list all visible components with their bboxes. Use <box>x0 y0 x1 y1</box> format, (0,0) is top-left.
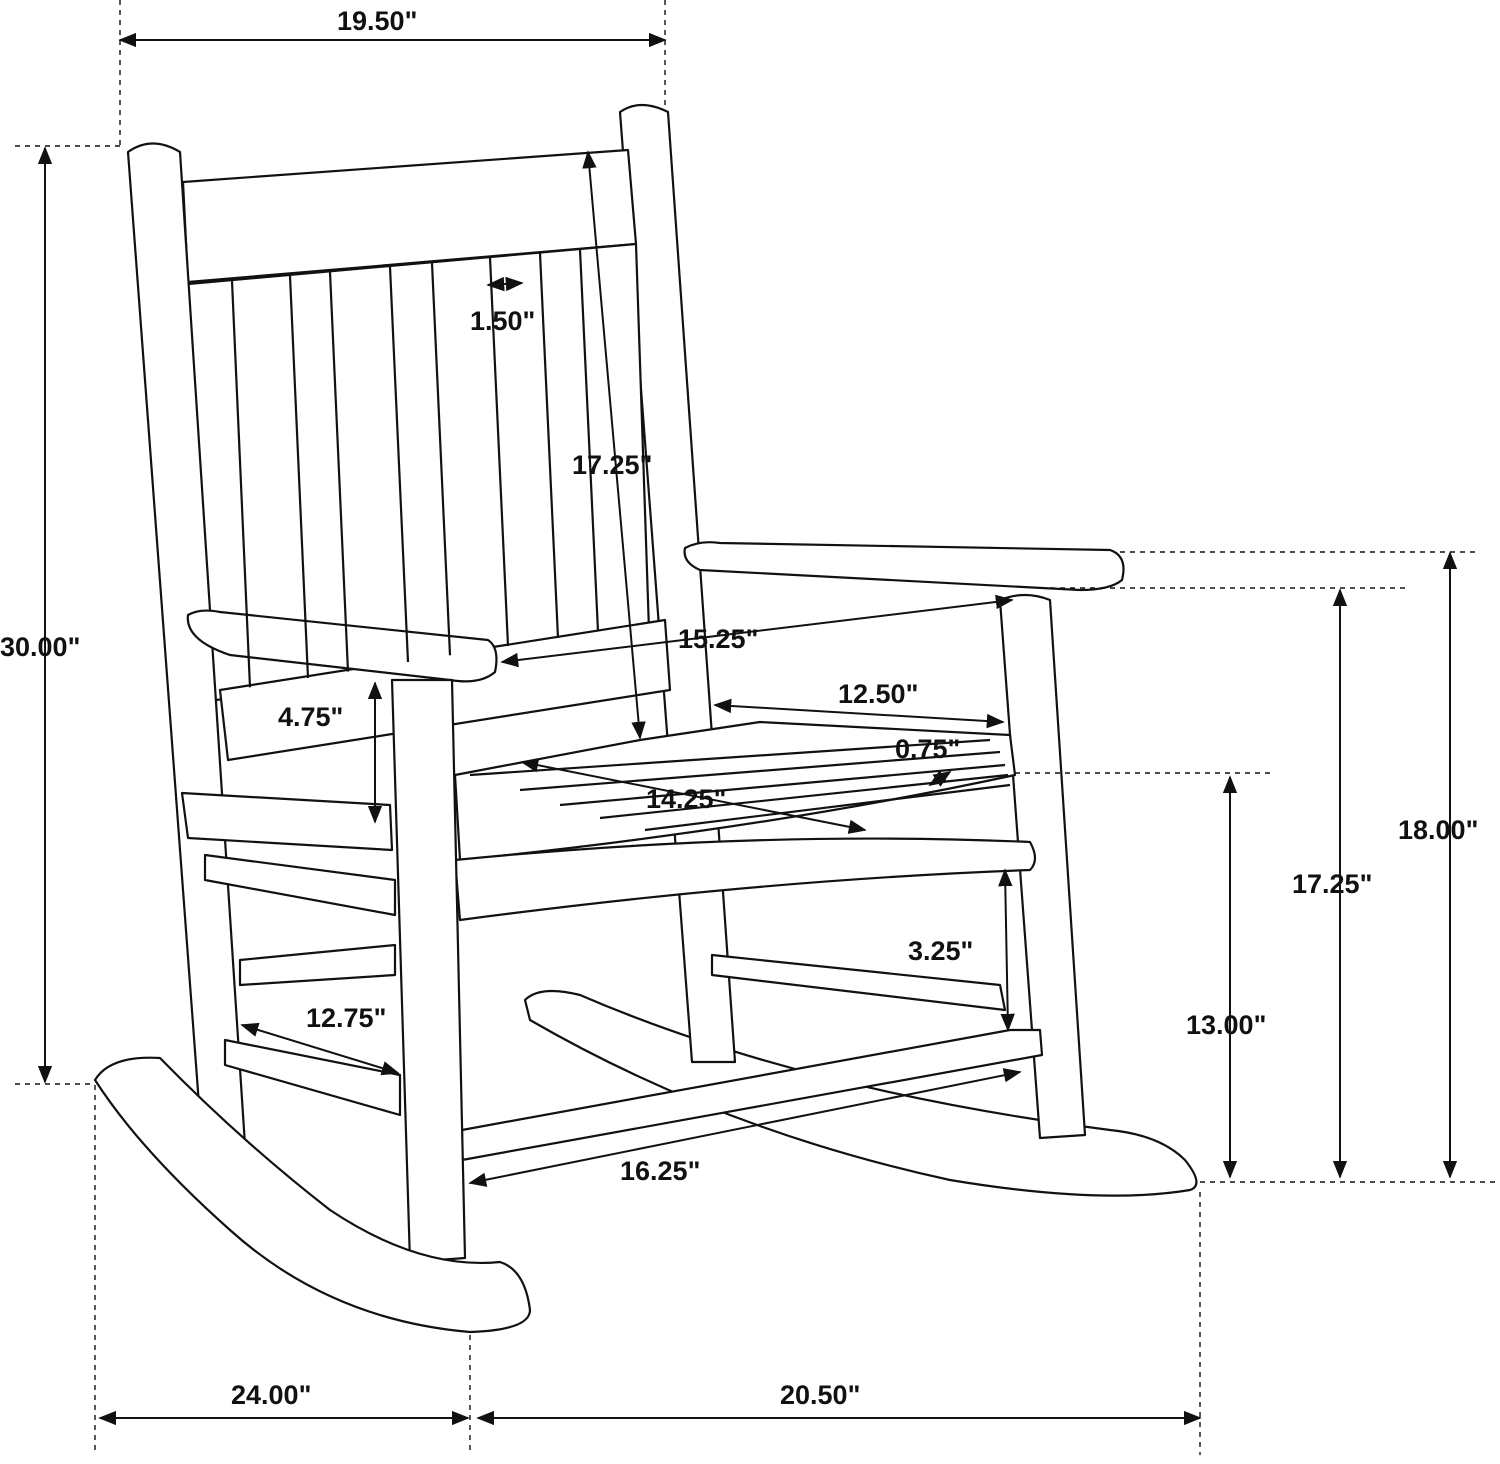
label-overall-height: 30.00" <box>0 632 80 662</box>
front-seat-rail <box>453 837 1037 922</box>
dimension-lines <box>15 0 1500 1455</box>
label-arm-height-top: 18.00" <box>1398 815 1478 845</box>
back-slat-line <box>328 272 350 672</box>
side-rail-left <box>203 853 397 917</box>
left-rocker <box>93 1056 532 1334</box>
back-slat-line <box>288 275 310 679</box>
label-seat-width: 12.50" <box>838 679 918 709</box>
dim-seat-depth <box>520 758 867 834</box>
low-rail-left <box>238 943 397 987</box>
back-slat-line <box>430 262 452 656</box>
label-front-stretcher: 16.25" <box>620 1156 700 1186</box>
label-stretcher-gap: 3.25" <box>908 936 973 966</box>
label-overall-width: 19.50" <box>337 6 417 36</box>
right-arm <box>683 541 1125 592</box>
left-arm <box>186 609 498 683</box>
label-arm-to-seat: 4.75" <box>278 702 343 732</box>
label-slat-width: 1.50" <box>470 306 535 336</box>
label-seat-depth: 14.25" <box>646 784 726 814</box>
dim-slat-width <box>486 276 524 292</box>
dim-side-stretcher <box>240 1022 400 1076</box>
dim-seat-thickness <box>928 770 952 787</box>
dim-arm-length <box>500 594 1014 668</box>
left-back-post <box>126 142 247 1147</box>
back-slat-line <box>538 253 560 639</box>
label-seat-height: 13.00" <box>1186 1010 1266 1040</box>
label-depth: 20.50" <box>780 1380 860 1410</box>
label-arm-height-low: 17.25" <box>1292 869 1372 899</box>
back-slat-line <box>230 280 252 688</box>
label-arm-length: 15.25" <box>678 624 758 654</box>
seat-left-side <box>180 791 394 852</box>
side-stretcher-left <box>223 1038 402 1117</box>
chair-outline <box>93 103 1198 1334</box>
dim-front-stretcher <box>468 1068 1022 1187</box>
back-slat-line <box>488 257 510 647</box>
label-backrest-height: 17.25" <box>572 450 652 480</box>
back-slat-line <box>388 266 410 663</box>
dim-stretcher-gap <box>998 868 1015 1032</box>
label-side-stretcher: 12.75" <box>306 1003 386 1033</box>
label-rocker-length: 24.00" <box>231 1380 311 1410</box>
dim-seat-width <box>713 698 1005 729</box>
dimension-labels: 19.50" 30.00" 1.50" 17.25" 15.25" 12.50"… <box>0 6 1478 1410</box>
left-front-leg <box>390 678 467 1264</box>
label-seat-thickness: 0.75" <box>895 734 960 764</box>
